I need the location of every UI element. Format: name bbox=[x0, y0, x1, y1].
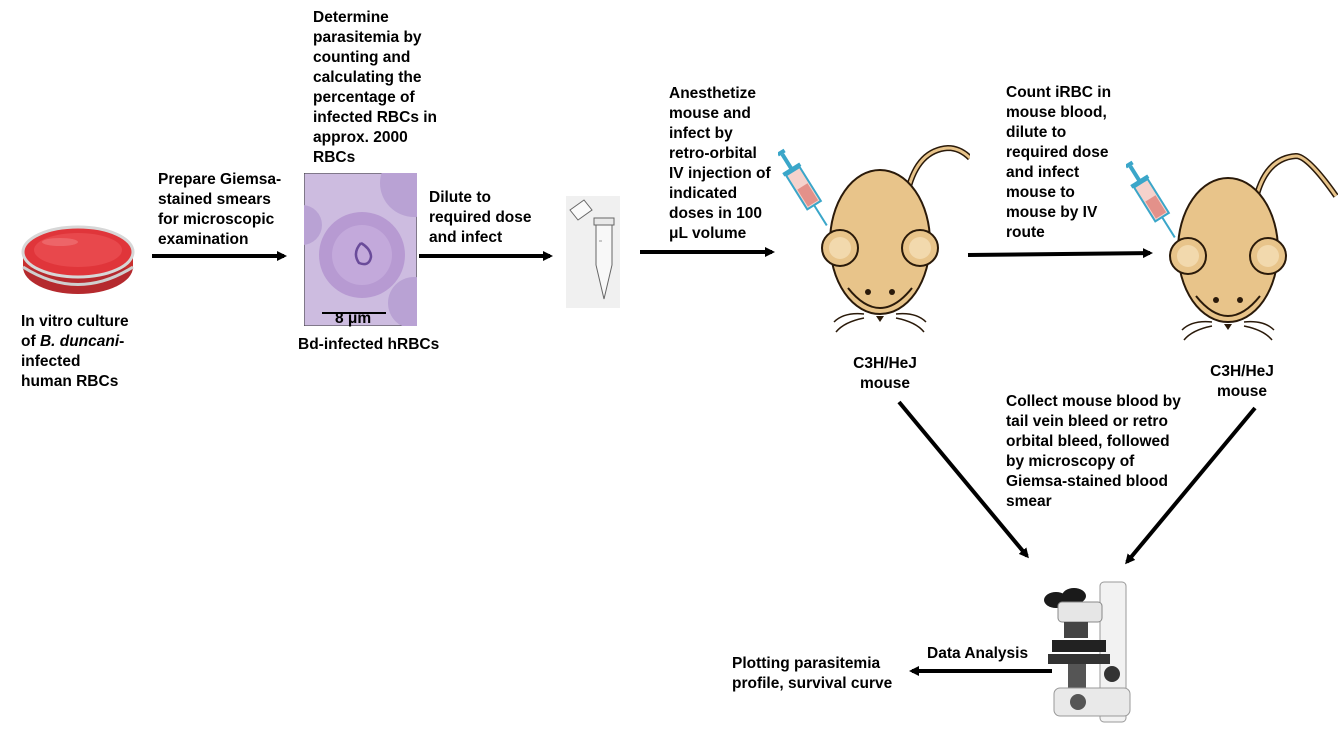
blood-smear-image bbox=[304, 173, 417, 326]
mouse1-label: C3H/HeJ mouse bbox=[853, 355, 917, 392]
data-analysis-label: Data Analysis bbox=[927, 645, 1029, 662]
determine-parasitemia-label: Determine parasitemia by counting and ca… bbox=[313, 9, 438, 166]
syringe-icon bbox=[778, 148, 828, 226]
syringe-icon bbox=[1126, 160, 1176, 238]
scale-bar-label: 8 μm bbox=[335, 310, 372, 327]
mouse-icon bbox=[821, 144, 970, 333]
anesthetize-label: Anesthetize mouse and infect by retro-or… bbox=[669, 85, 771, 242]
microscope-icon bbox=[1044, 581, 1131, 723]
dilute-label: Dilute to required dose and infect bbox=[429, 189, 532, 246]
smear-caption: Bd-infected hRBCs bbox=[298, 336, 440, 353]
count-irbc-label: Count iRBC in mouse blood, dilute to req… bbox=[1006, 84, 1112, 241]
arrow-mouse2-to-microscope bbox=[1125, 406, 1257, 565]
mouse-icon bbox=[1169, 152, 1338, 341]
petri-dish-icon bbox=[21, 225, 135, 294]
arrow-mouse1-to-microscope bbox=[897, 400, 1029, 559]
collect-blood-label: Collect mouse blood by tail vein bleed o… bbox=[1006, 393, 1181, 510]
mouse2-label: C3H/HeJ mouse bbox=[1210, 363, 1274, 400]
microtube-icon bbox=[566, 196, 620, 308]
arrow-mouse1-to-mouse2 bbox=[967, 248, 1153, 259]
culture-label: In vitro culture of B. duncani- infected… bbox=[21, 313, 129, 390]
plotting-label: Plotting parasitemia profile, survival c… bbox=[732, 655, 893, 692]
prepare-smears-label: Prepare Giemsa- stained smears for micro… bbox=[158, 171, 282, 248]
